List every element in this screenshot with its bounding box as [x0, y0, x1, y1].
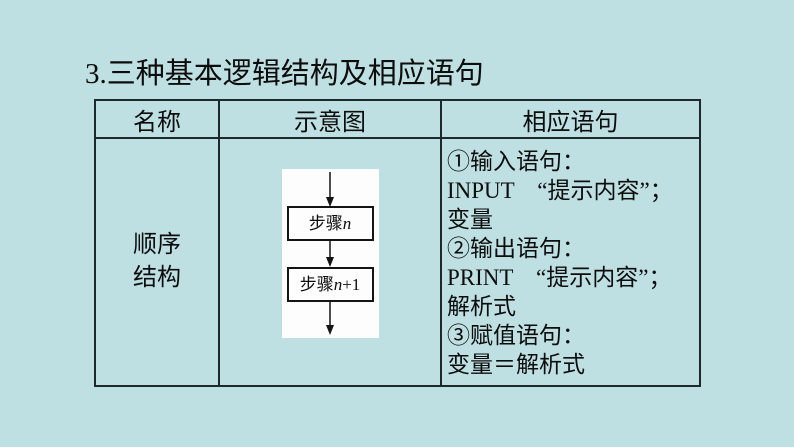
step-box-2-label: 步骤n+1 — [299, 275, 360, 294]
slide-title: 3.三种基本逻辑结构及相应语句 — [85, 58, 484, 90]
arrowhead-icon — [325, 197, 334, 207]
arrowhead-icon — [325, 257, 334, 267]
structure-name-line: 结构 — [133, 265, 181, 291]
arrowhead-icon — [325, 325, 334, 335]
statement-line: 解析式 — [447, 294, 516, 319]
header-cell-name: 名称 — [96, 101, 220, 137]
statement-line: ②输出语句： — [447, 236, 585, 261]
statement-line: ③赋值语句： — [447, 323, 585, 348]
statement-line: INPUT “提示内容”； — [447, 178, 673, 203]
header-cell-statements: 相应语句 — [522, 109, 619, 136]
statements-cell: ①输入语句： INPUT “提示内容”； 变量 ②输出语句： PRINT “提示… — [442, 139, 699, 385]
flowchart-svg: 步骤n 步骤n+1 — [286, 172, 374, 335]
header-cell-diagram: 示意图 — [220, 101, 442, 137]
statement-line: 变量 — [447, 207, 493, 232]
step-box-1-label: 步骤n — [308, 214, 351, 233]
step-box-1 — [286, 206, 374, 241]
content-table: 名称 示意图 相应语句 顺序 结构 — [94, 99, 701, 387]
table-header-row: 名称 示意图 相应语句 — [96, 101, 699, 139]
structure-name-line: 顺序 — [133, 232, 181, 258]
structure-name-cell: 顺序 结构 — [96, 139, 220, 385]
statement-line: 变量＝解析式 — [447, 352, 585, 377]
diagram-cell: 步骤n 步骤n+1 — [220, 139, 442, 385]
statement-line: ①输入语句： — [447, 149, 585, 174]
flowchart: 步骤n 步骤n+1 — [281, 169, 379, 338]
step-box-2 — [286, 267, 374, 302]
table-body-row: 顺序 结构 — [96, 139, 699, 385]
statement-line: PRINT “提示内容”； — [447, 265, 672, 290]
